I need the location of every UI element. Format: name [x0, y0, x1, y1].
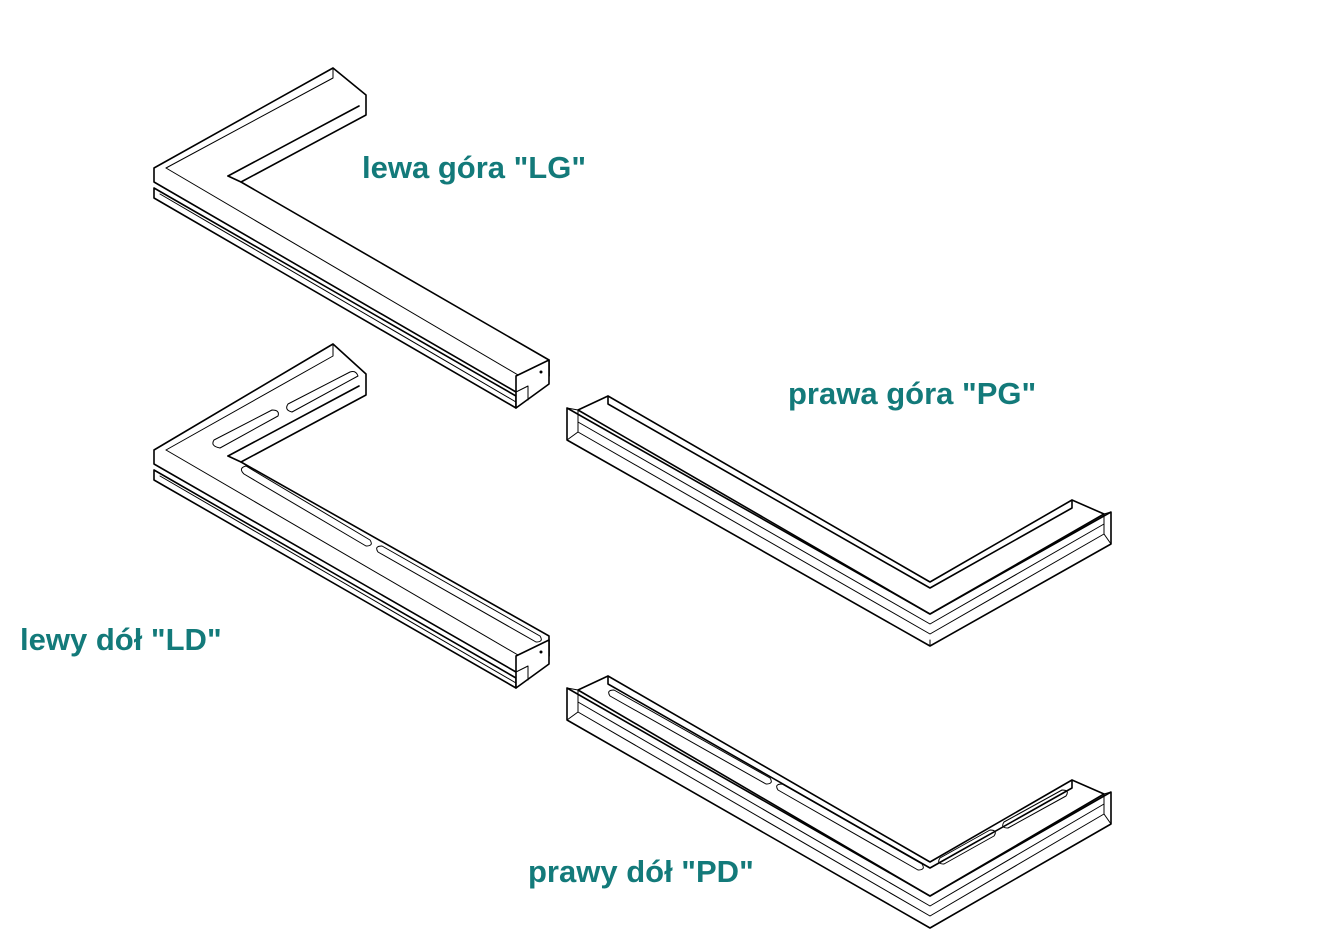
- ld-slot-4: [376, 545, 542, 643]
- label-lewa-gora: lewa góra "LG": [362, 150, 587, 185]
- pd-opening-line-2: [577, 711, 1105, 917]
- ld-lower-flange-line: [159, 475, 517, 684]
- pg-frame-left: [566, 407, 579, 441]
- label-prawa-gora: prawa góra "PG": [788, 376, 1037, 411]
- ld-end-cap-line: [515, 665, 529, 681]
- pd-slot-4: [1002, 789, 1068, 829]
- lg-inner-edge: [227, 105, 360, 177]
- part-ld-drawing: [153, 343, 550, 689]
- lg-lower-flange-line: [159, 193, 517, 403]
- ld-screw-hole: [539, 650, 543, 654]
- pg-opening-line: [577, 421, 1105, 625]
- label-prawy-dol: prawy dół "PD": [528, 854, 754, 889]
- pd-frame-right: [1103, 791, 1112, 825]
- lg-inner-edge-2: [227, 175, 242, 183]
- pd-inner-edge: [607, 675, 1073, 869]
- pd-slot-2: [776, 783, 924, 871]
- ld-top-rim: [165, 343, 334, 451]
- lg-top-rim: [165, 67, 334, 169]
- lg-end-cap-line: [515, 385, 529, 401]
- ld-top-rim-2: [165, 449, 531, 663]
- pg-frame-right: [1103, 511, 1112, 545]
- pd-opening-line: [577, 701, 1105, 907]
- label-lewy-dol: lewy dół "LD": [20, 622, 222, 657]
- part-pg-drawing: [566, 395, 1112, 647]
- part-lg-drawing: [153, 67, 550, 409]
- lg-top-face: [153, 67, 550, 393]
- ld-slot-1: [286, 371, 359, 413]
- ld-slot-3: [240, 465, 372, 547]
- pd-slot-3: [938, 829, 996, 865]
- ld-inner-edge-2: [227, 455, 242, 463]
- pd-frame-left: [566, 687, 579, 721]
- pg-opening-line-2: [577, 431, 1105, 635]
- ld-slot-2: [212, 409, 279, 449]
- lg-screw-hole: [539, 370, 543, 374]
- ld-top-face: [153, 343, 550, 673]
- ld-inner-edge: [227, 385, 360, 457]
- pd-slot-1: [608, 689, 772, 785]
- pg-inner-edge: [607, 395, 1073, 589]
- lg-top-rim-2: [165, 167, 531, 383]
- part-pd-drawing: [566, 675, 1112, 929]
